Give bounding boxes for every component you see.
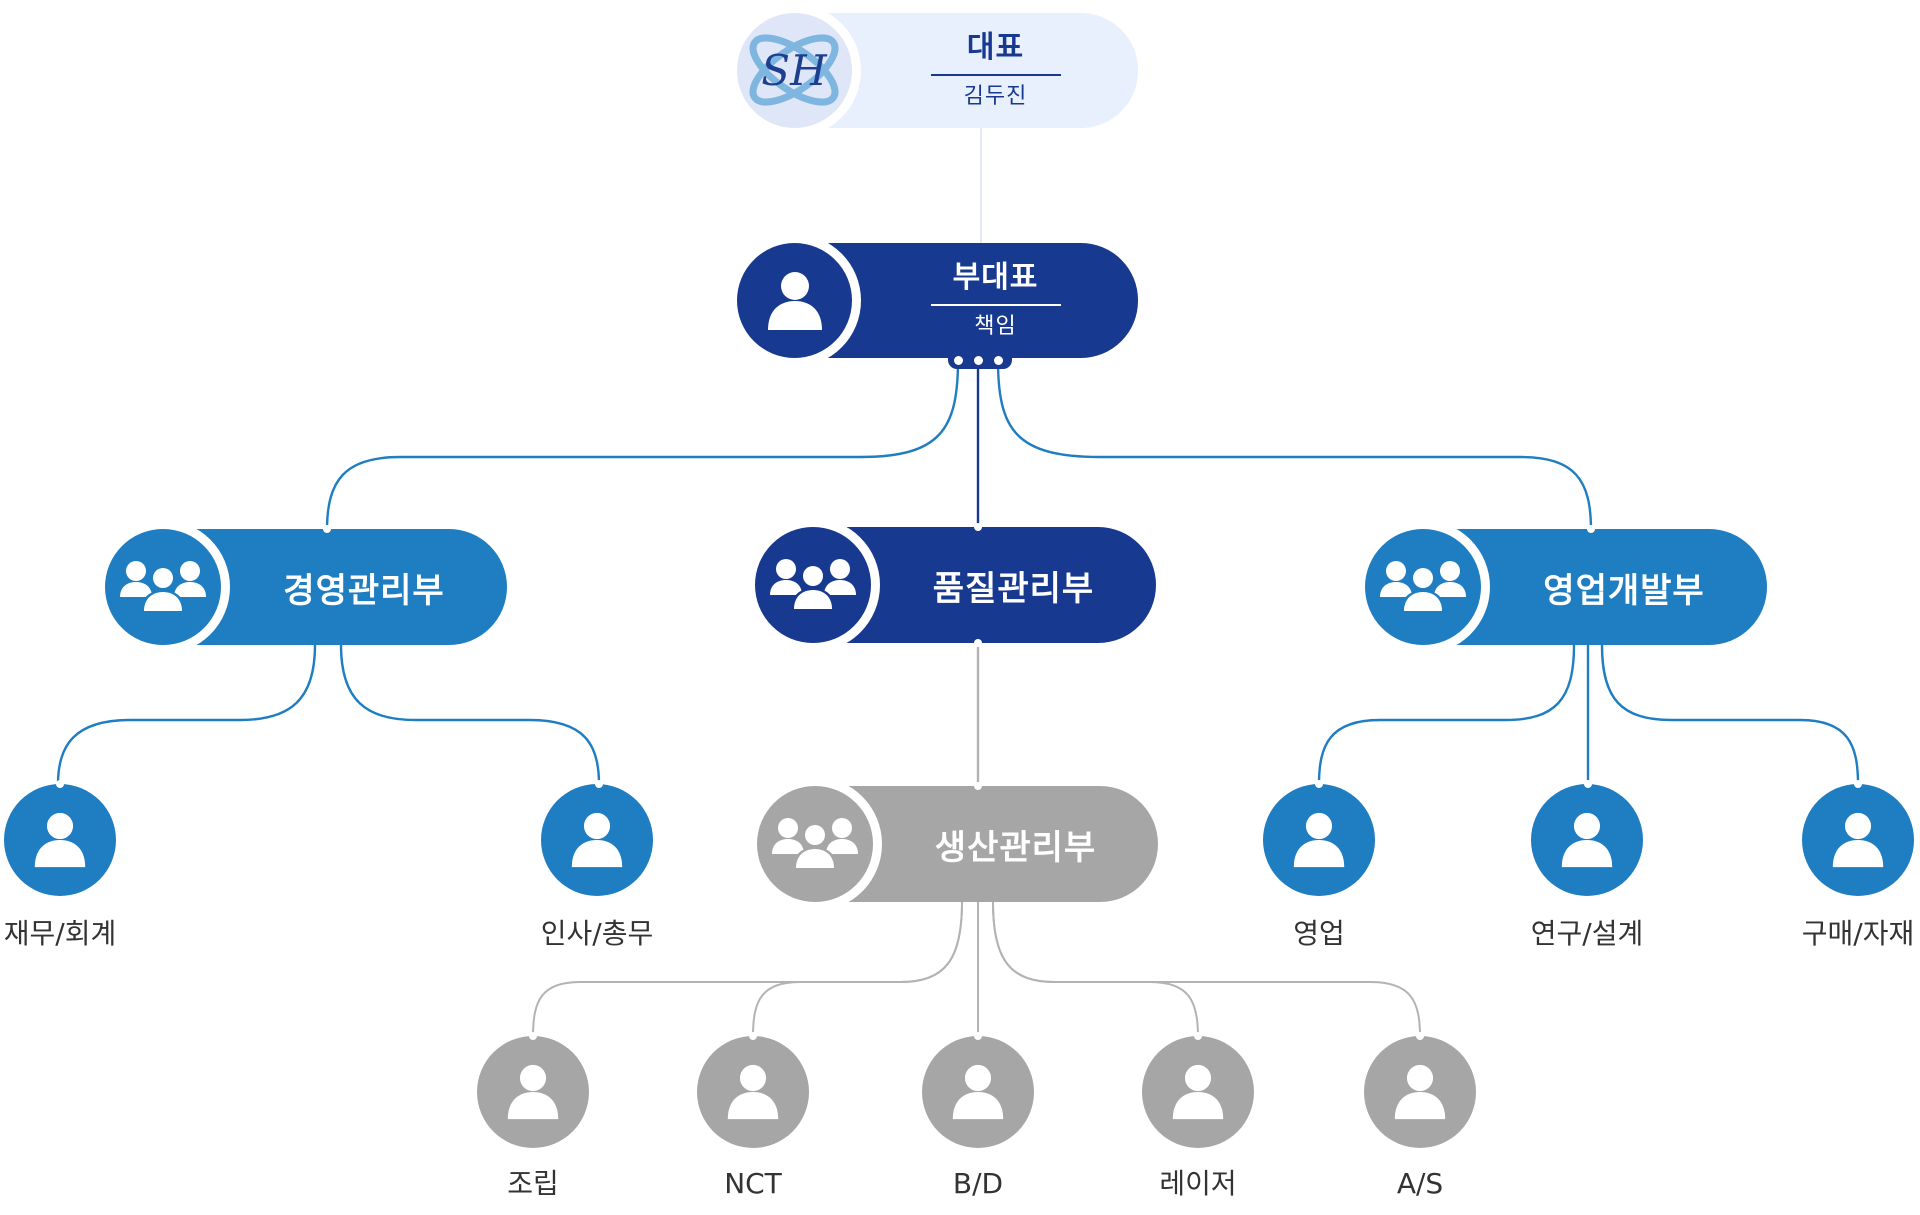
department-name: 경영관리부: [283, 570, 445, 611]
logo-icon: SH: [749, 34, 839, 106]
department-pill: [825, 527, 1156, 643]
anchor-dot: [1194, 1032, 1202, 1040]
department-name: 영업개발부: [1543, 570, 1705, 611]
department-pill: [827, 786, 1158, 902]
department-avatar: [757, 786, 873, 902]
connector-sales-sales: [1317, 644, 1576, 785]
anchor-dot: [974, 639, 982, 647]
person-icon: [1293, 812, 1345, 868]
company-logo: SH: [737, 13, 852, 128]
title-divider: [930, 304, 1061, 306]
vp-subtitle: 책임: [974, 314, 1017, 339]
team-label: 연구/설계: [1530, 917, 1644, 950]
person-icon: [767, 271, 822, 330]
group-icon: [1380, 561, 1466, 611]
anchor-dot: [974, 1032, 982, 1040]
team-label: 재무/회계: [3, 917, 117, 950]
person-icon: [1172, 1064, 1224, 1120]
person-icon: [34, 812, 86, 868]
person-icon: [1561, 812, 1613, 868]
person-icon: [952, 1064, 1004, 1120]
connector-production-laser: [992, 901, 1199, 1037]
anchor-dot: [56, 780, 64, 788]
anchor-dot: [1587, 525, 1595, 533]
vp-title: 부대표: [952, 260, 1039, 295]
department-production[interactable]: 생산관리부: [757, 782, 1158, 902]
anchor-dot: [1315, 780, 1323, 788]
department-name: 생산관리부: [934, 827, 1097, 868]
team-finance-accounting[interactable]: [4, 780, 116, 896]
team-assembly[interactable]: [477, 1032, 589, 1148]
department-management[interactable]: 경영관리부: [105, 525, 507, 645]
anchor-dot: [1854, 780, 1862, 788]
team-rnd-design[interactable]: [1531, 780, 1643, 896]
department-avatar: [1365, 529, 1481, 645]
team-after-service[interactable]: [1364, 1032, 1476, 1148]
anchor-dot: [749, 1032, 757, 1040]
title-divider: [930, 74, 1061, 76]
team-label: NCT: [724, 1167, 782, 1200]
anchor-dot: [994, 356, 1003, 365]
department-pill: [1435, 529, 1767, 645]
vp-avatar: [737, 243, 852, 358]
person-icon: [727, 1064, 779, 1120]
connector-vp-management: [325, 359, 960, 531]
ceo-name: 김두진: [963, 84, 1028, 109]
department-quality[interactable]: 품질관리부: [755, 523, 1156, 647]
vp-label: 부대표 책임: [853, 243, 1138, 358]
svg-text:SH: SH: [761, 46, 828, 95]
group-icon: [772, 818, 858, 868]
team-laser[interactable]: [1142, 1032, 1254, 1148]
person-icon: [507, 1064, 559, 1120]
anchor-dot: [1584, 780, 1592, 788]
department-avatar: [105, 529, 221, 645]
team-label: A/S: [1396, 1167, 1444, 1200]
anchor-dot: [1416, 1032, 1424, 1040]
anchor-dot: [323, 525, 331, 533]
anchor-dot: [974, 356, 983, 365]
vice-president-node[interactable]: 부대표 책임: [737, 243, 1138, 369]
connector-vp-sales: [996, 359, 1593, 531]
team-bd[interactable]: [922, 1032, 1034, 1148]
group-icon: [770, 559, 856, 609]
team-hr-general-affairs[interactable]: [541, 780, 653, 896]
anchor-dot: [974, 523, 982, 531]
ceo-pill: [807, 13, 1138, 128]
team-label: 구매/자재: [1801, 917, 1915, 950]
ceo-node[interactable]: SH 대표 김두진: [737, 13, 1138, 128]
team-label: 영업: [1293, 917, 1345, 950]
person-icon: [1394, 1064, 1446, 1120]
vp-pill: [807, 243, 1138, 358]
department-sales-development[interactable]: 영업개발부: [1365, 525, 1767, 645]
connector-production-as: [992, 901, 1421, 1037]
anchor-dot: [529, 1032, 537, 1040]
team-label: 인사/총무: [540, 917, 654, 950]
team-label: B/D: [952, 1167, 1004, 1200]
anchor-dot: [595, 780, 603, 788]
person-icon: [571, 812, 623, 868]
ceo-title: 대표: [966, 30, 1025, 65]
team-nct[interactable]: [697, 1032, 809, 1148]
team-label: 레이저: [1159, 1167, 1237, 1200]
group-icon: [120, 561, 206, 611]
department-name: 품질관리부: [932, 568, 1095, 609]
department-avatar: [755, 527, 871, 643]
anchor-dot: [974, 782, 982, 790]
connector-sales-purchasing: [1600, 644, 1860, 785]
connector-management-hr: [339, 644, 601, 785]
team-label: 조립: [507, 1167, 559, 1200]
connector-management-finance: [56, 644, 317, 785]
team-sales[interactable]: [1263, 780, 1375, 896]
connector-production-nct: [752, 901, 963, 1037]
ceo-label: 대표 김두진: [853, 13, 1138, 128]
anchor-dot: [954, 356, 963, 365]
team-purchasing-materials[interactable]: [1802, 780, 1914, 896]
department-pill: [175, 529, 507, 645]
person-icon: [1832, 812, 1884, 868]
